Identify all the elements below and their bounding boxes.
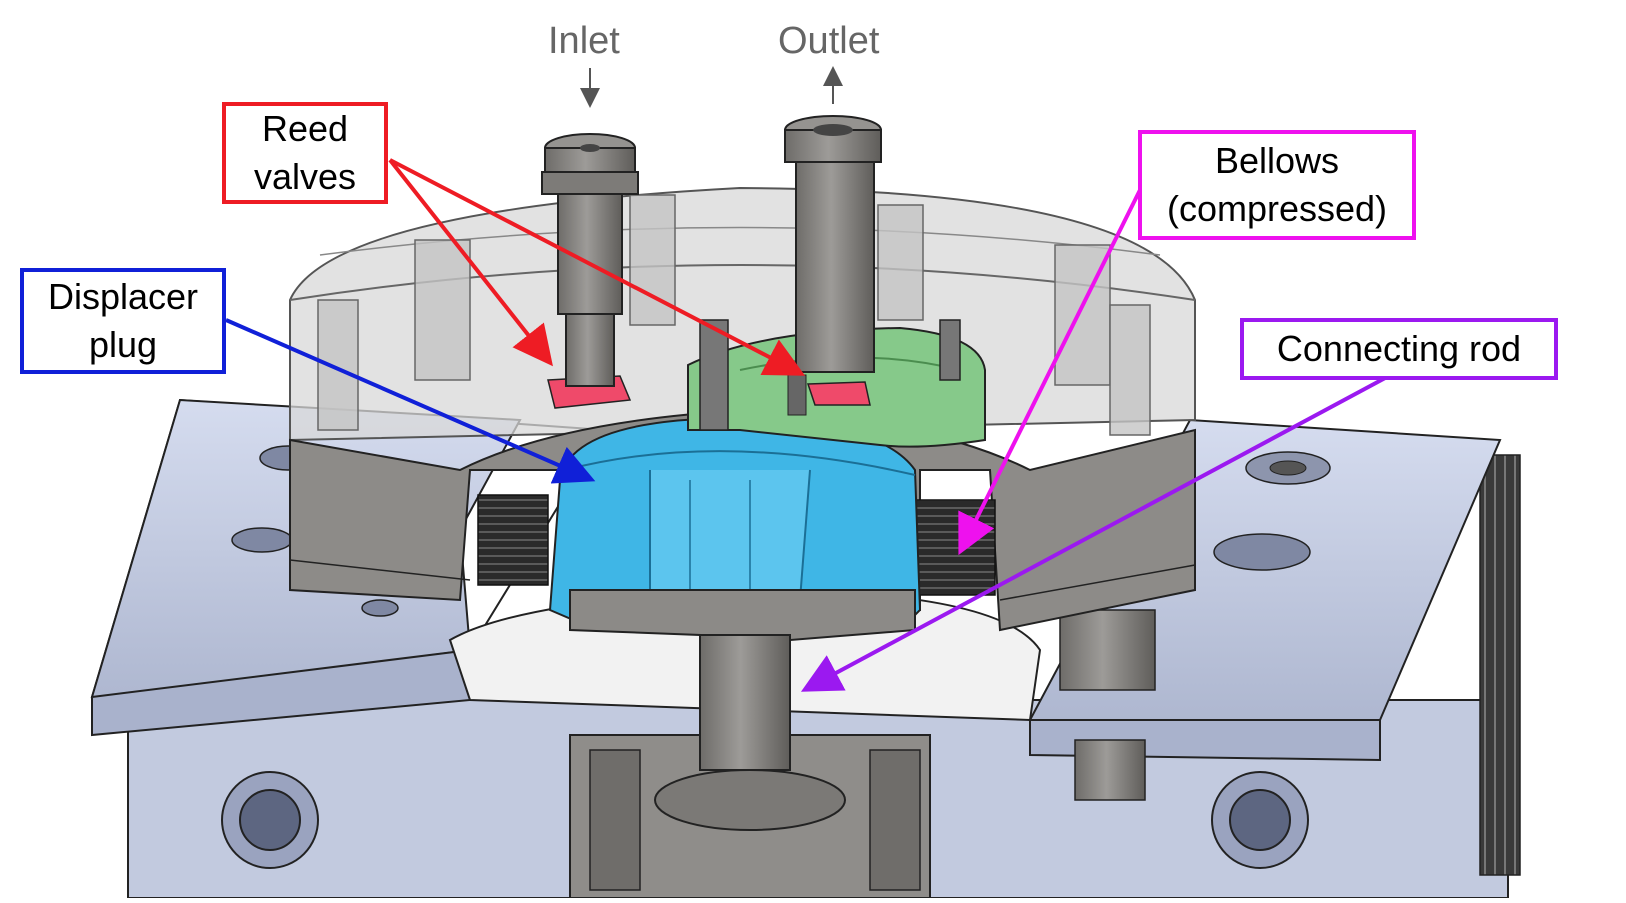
outlet-pipe	[784, 115, 882, 373]
leader-arrows	[225, 158, 1401, 692]
connecting-rod-callout: Connecting rod	[1240, 318, 1558, 380]
inlet-label: Inlet	[548, 20, 620, 62]
bellows-callout: Bellows (compressed)	[1138, 130, 1416, 240]
bellows-leader	[958, 189, 1142, 556]
flow-arrows	[580, 66, 843, 108]
reed-valves-callout: Reed valves	[222, 102, 388, 204]
bellows-stack	[477, 494, 996, 596]
inlet-pipe	[541, 133, 639, 387]
reed-valves-leader-2	[389, 158, 806, 376]
displacer-plug-leader	[225, 318, 596, 484]
displacer-plug-callout: Displacer plug	[20, 268, 226, 374]
outlet-label: Outlet	[778, 20, 880, 62]
reed-valves-leader-1	[388, 158, 553, 367]
connecting-rod	[569, 589, 916, 771]
connecting-rod-leader	[800, 368, 1401, 692]
displacer-plug	[548, 416, 922, 632]
